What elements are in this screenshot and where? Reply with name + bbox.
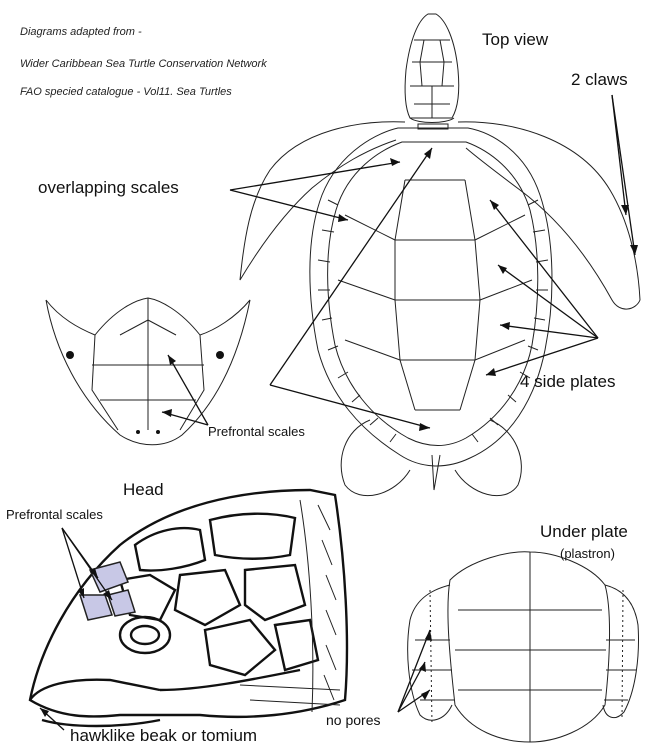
label-four-side-plates: 4 side plates	[520, 372, 615, 392]
label-head: Head	[123, 480, 164, 500]
label-overlapping-scales: overlapping scales	[38, 178, 179, 198]
label-plastron: (plastron)	[560, 546, 615, 561]
label-under-plate: Under plate	[540, 522, 628, 542]
credit-line-1: Diagrams adapted from -	[20, 26, 142, 38]
credit-line-2: Wider Caribbean Sea Turtle Conservation …	[20, 58, 267, 70]
side-head	[30, 490, 347, 726]
credit-line-3: FAO specied catalogue - Vol11. Sea Turtl…	[20, 86, 232, 98]
label-beak: hawklike beak or tomium	[70, 726, 257, 746]
label-no-pores: no pores	[326, 712, 380, 728]
label-prefrontal-scales-head: Prefrontal scales	[6, 507, 103, 522]
label-top-view: Top view	[482, 30, 548, 50]
plastron	[408, 552, 639, 742]
label-prefrontal-scales-small: Prefrontal scales	[208, 424, 305, 439]
prefrontal-head-sketch	[46, 298, 250, 445]
label-two-claws: 2 claws	[571, 70, 628, 90]
